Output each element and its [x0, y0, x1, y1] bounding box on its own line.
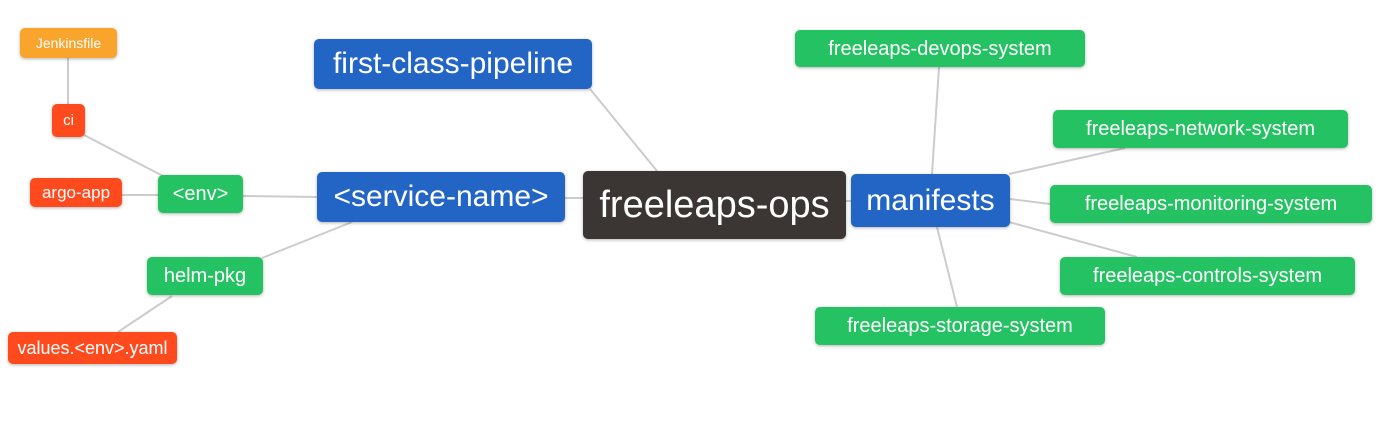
- node-values-env-yaml[interactable]: values.<env>.yaml: [8, 332, 177, 364]
- node-freeleaps-monitoring-system[interactable]: freeleaps-monitoring-system: [1050, 185, 1372, 223]
- edge-manifests-to-freeleaps-network-system: [1008, 147, 1126, 175]
- node-service-name[interactable]: <service-name>: [317, 172, 565, 222]
- node-freeleaps-controls-system[interactable]: freeleaps-controls-system: [1060, 257, 1355, 295]
- node-env[interactable]: <env>: [158, 175, 243, 213]
- node-jenkinsfile[interactable]: Jenkinsfile: [20, 28, 117, 58]
- edge-manifests-to-freeleaps-devops-system: [931, 66, 940, 175]
- edge-values-env-yaml-to-helm-pkg: [117, 295, 173, 333]
- edge-helm-pkg-to-service-name: [261, 221, 353, 259]
- node-helm-pkg[interactable]: helm-pkg: [147, 257, 263, 295]
- edge-manifests-to-freeleaps-controls-system: [1008, 221, 1138, 258]
- node-argo-app[interactable]: argo-app: [30, 178, 122, 207]
- node-freeleaps-storage-system[interactable]: freeleaps-storage-system: [815, 307, 1105, 345]
- node-ci[interactable]: ci: [52, 104, 85, 137]
- edge-env-to-service-name: [242, 195, 318, 198]
- node-freeleaps-ops[interactable]: freeleaps-ops: [583, 171, 846, 239]
- node-manifests[interactable]: manifests: [851, 174, 1010, 227]
- edge-ci-to-env: [83, 134, 164, 177]
- node-freeleaps-network-system[interactable]: freeleaps-network-system: [1053, 110, 1348, 148]
- edge-manifests-to-freeleaps-monitoring-system: [1009, 198, 1051, 205]
- edge-first-class-pipeline-to-freeleaps-ops: [589, 88, 658, 172]
- edge-manifests-to-freeleaps-storage-system: [936, 226, 958, 308]
- node-first-class-pipeline[interactable]: first-class-pipeline: [314, 39, 592, 89]
- node-freeleaps-devops-system[interactable]: freeleaps-devops-system: [795, 30, 1085, 67]
